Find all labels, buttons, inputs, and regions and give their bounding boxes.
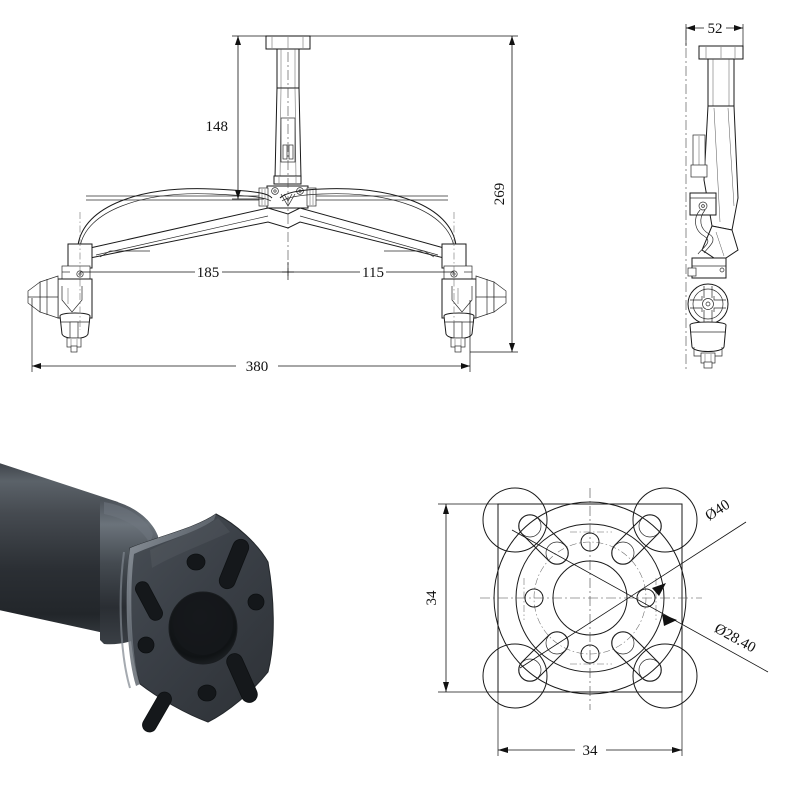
flange-slots xyxy=(135,538,258,733)
front-elevation-view: 148 269 185 115 380 xyxy=(0,0,530,400)
flange-holes xyxy=(137,553,265,702)
product-photo xyxy=(0,440,360,800)
label-dia40: Ø40 xyxy=(703,497,733,524)
flange-lobes xyxy=(482,487,698,709)
dimension-380: 380 xyxy=(246,359,269,375)
dimension-34-horizontal: 34 xyxy=(583,743,599,759)
dimension-52: 52 xyxy=(708,21,723,37)
leader-dia2840 xyxy=(511,529,769,673)
flange-rim xyxy=(126,514,216,686)
dimension-185: 185 xyxy=(197,265,220,281)
flange-face-detail-view: Ø40 Ø28.40 34 34 xyxy=(420,460,800,800)
dimension-34-vertical: 34 xyxy=(424,590,440,606)
dimension-148: 148 xyxy=(206,119,229,135)
label-dia2840: Ø28.40 xyxy=(712,621,759,657)
dimension-269: 269 xyxy=(492,183,508,206)
leader-dia40 xyxy=(519,521,747,669)
tube-body xyxy=(0,463,118,636)
dimension-115: 115 xyxy=(362,265,384,281)
side-elevation-view: 52 xyxy=(620,0,800,400)
